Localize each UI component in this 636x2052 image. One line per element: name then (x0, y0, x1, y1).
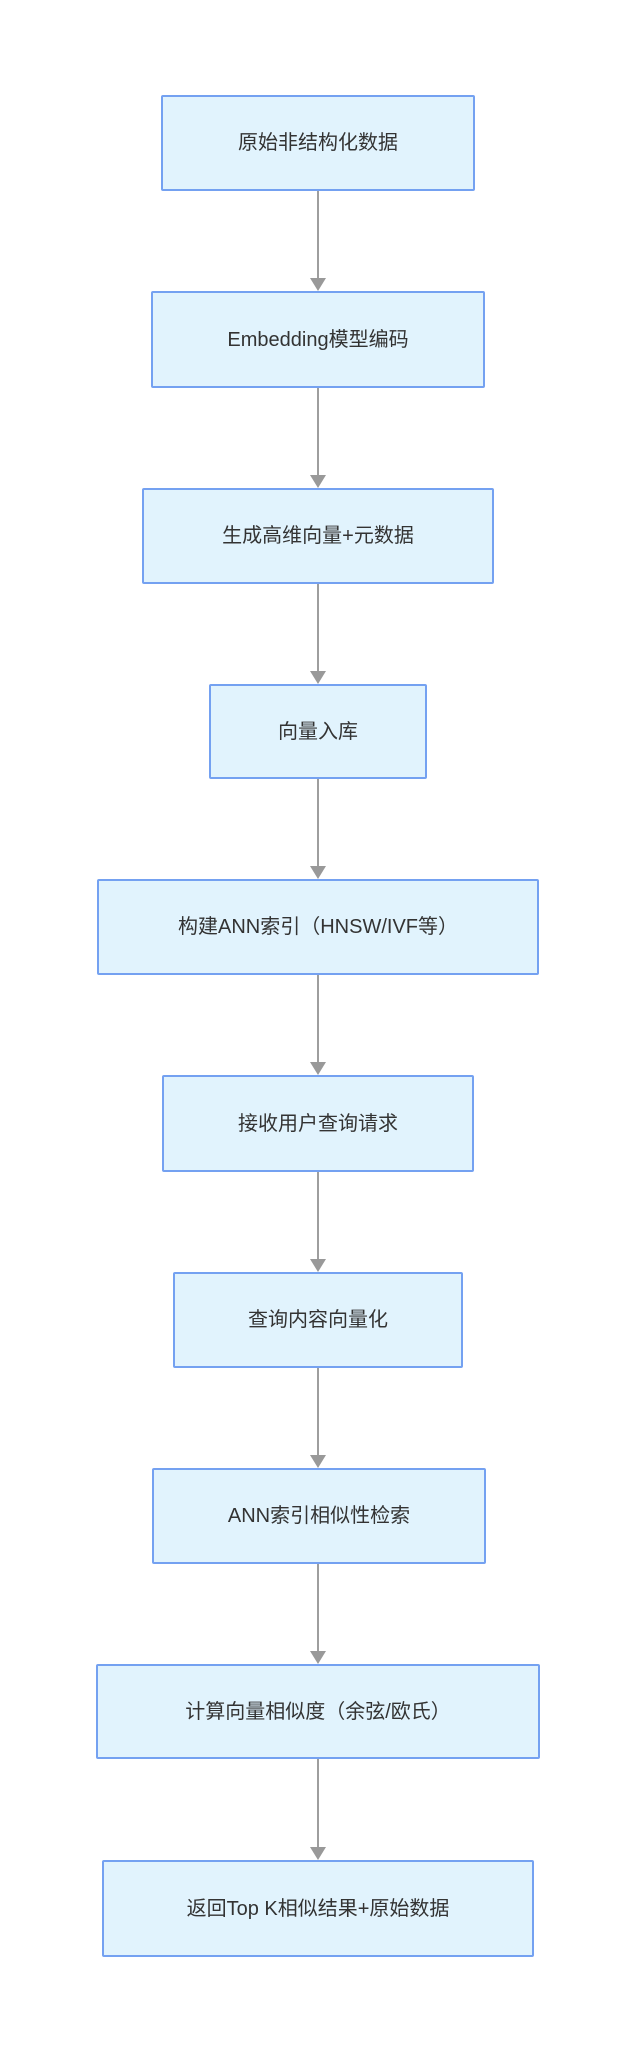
flow-node-vector-ingest: 向量入库 (209, 684, 427, 779)
node-label: 原始非结构化数据 (238, 132, 398, 154)
flow-arrow-5 (310, 975, 326, 1075)
arrow-down-icon (310, 1651, 326, 1664)
flow-node-raw-unstructured-data: 原始非结构化数据 (161, 95, 475, 191)
flow-node-return-topk-results: 返回Top K相似结果+原始数据 (102, 1860, 534, 1957)
node-label: ANN索引相似性检索 (227, 1505, 411, 1527)
node-label: 向量入库 (278, 720, 358, 743)
flow-arrow-9 (310, 1759, 326, 1860)
arrow-down-icon (310, 671, 326, 684)
flow-node-compute-vector-similarity: 计算向量相似度（余弦/欧氏） (96, 1664, 540, 1759)
node-label: 生成高维向量+元数据 (222, 525, 414, 547)
arrow-down-icon (310, 475, 326, 488)
flow-arrow-3 (310, 584, 326, 684)
flow-arrow-2 (310, 388, 326, 488)
flow-node-query-vectorization: 查询内容向量化 (173, 1272, 463, 1368)
arrow-down-icon (310, 866, 326, 879)
arrow-down-icon (310, 1259, 326, 1272)
flow-node-receive-user-query: 接收用户查询请求 (162, 1075, 474, 1172)
node-label: 构建ANN索引（HNSW/IVF等） (178, 916, 458, 938)
node-label: 查询内容向量化 (248, 1309, 388, 1331)
node-label: Embedding模型编码 (227, 328, 409, 351)
flow-node-generate-vectors-metadata: 生成高维向量+元数据 (142, 488, 494, 584)
arrow-down-icon (310, 1847, 326, 1860)
flow-arrow-1 (310, 191, 326, 291)
flow-arrow-4 (310, 779, 326, 879)
flow-arrow-6 (310, 1172, 326, 1272)
flow-node-build-ann-index: 构建ANN索引（HNSW/IVF等） (97, 879, 539, 975)
flow-node-ann-similarity-search: ANN索引相似性检索 (152, 1468, 486, 1564)
arrow-down-icon (310, 1455, 326, 1468)
flow-node-embedding-model-encode: Embedding模型编码 (151, 291, 485, 388)
flow-arrow-8 (310, 1564, 326, 1664)
flow-arrow-7 (310, 1368, 326, 1468)
node-label: 返回Top K相似结果+原始数据 (186, 1897, 450, 1920)
node-label: 接收用户查询请求 (238, 1112, 398, 1135)
arrow-down-icon (310, 278, 326, 291)
node-label: 计算向量相似度（余弦/欧氏） (185, 1700, 451, 1723)
arrow-down-icon (310, 1062, 326, 1075)
